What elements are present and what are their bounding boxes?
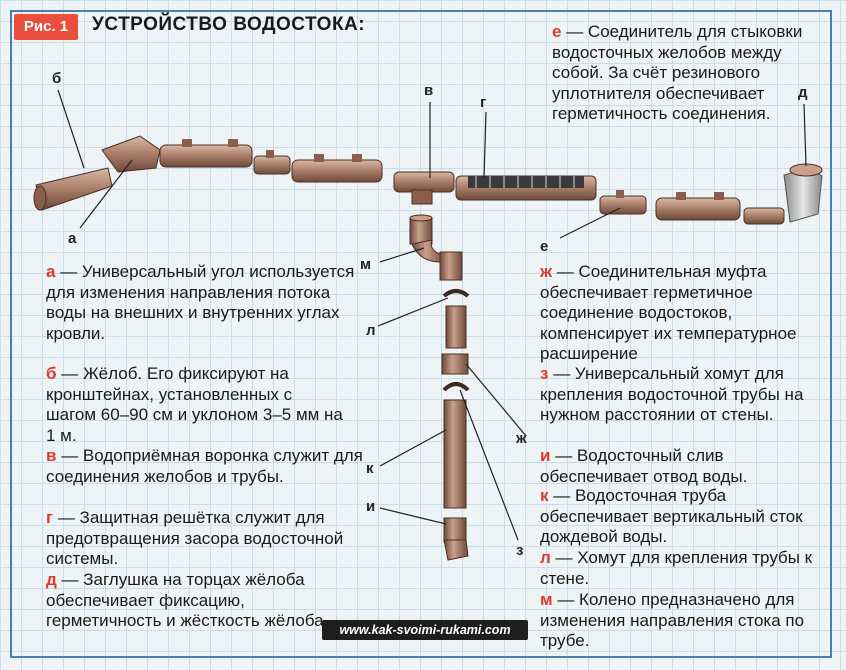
- description-letter: к: [540, 486, 549, 505]
- description-g: г — Защитная решётка служит для предотвр…: [46, 508, 356, 570]
- description-letter: з: [540, 364, 549, 383]
- callout-a: а: [68, 230, 77, 247]
- description-letter: б: [46, 364, 57, 383]
- description-letter: е: [552, 22, 562, 41]
- description-text: — Хомут для крепления трубы к стене.: [540, 548, 813, 588]
- description-v: в — Водоприёмная воронка служит для соед…: [46, 446, 364, 487]
- callout-g: г: [480, 94, 487, 111]
- callout-i: и: [366, 498, 376, 515]
- description-letter: г: [46, 508, 54, 527]
- description-text: — Водосточная труба обеспечивает вертика…: [540, 486, 803, 546]
- gutter-segment: [655, 192, 741, 221]
- description-text: — Жёлоб. Его фиксируют на кронштейнах, у…: [46, 364, 343, 445]
- description-e: е — Соединитель для стыковки водосточных…: [552, 22, 814, 125]
- gutter-connector: [743, 207, 785, 225]
- description-letter: д: [46, 570, 57, 589]
- description-i: и — Водосточный слив обеспечивает отвод …: [540, 446, 832, 487]
- universal-corner: [33, 135, 161, 211]
- callout-d: д: [798, 84, 808, 101]
- figure-label: Рис. 1: [14, 14, 78, 40]
- callout-m: м: [360, 256, 372, 273]
- outlet: [443, 517, 469, 561]
- gutter-connector-e: [599, 190, 647, 215]
- callout-zh: ж: [516, 430, 527, 447]
- drain-funnel: [393, 171, 455, 205]
- elbow: [409, 214, 463, 281]
- downpipe: [443, 399, 467, 509]
- leader-lines: [57, 89, 807, 541]
- description-letter: а: [46, 262, 56, 281]
- protective-grid: [455, 175, 597, 201]
- description-l: л — Хомут для крепления трубы к стене.: [540, 548, 832, 589]
- coupling: [441, 353, 469, 375]
- end-cap: [783, 163, 823, 223]
- description-letter: м: [540, 590, 553, 609]
- gutter-segment: [291, 154, 383, 183]
- description-text: — Водосточный слив обеспечивает отвод во…: [540, 446, 748, 486]
- gutter-segment: [159, 139, 253, 168]
- description-a: а — Универсальный угол используется для …: [46, 262, 356, 344]
- pipe-clamp-z: [442, 382, 470, 392]
- description-d: д — Заглушка на торцах жёлоба обеспечива…: [46, 570, 356, 632]
- description-text: — Колено предназначено для изменения нап…: [540, 590, 805, 650]
- description-letter: л: [540, 548, 551, 567]
- description-letter: ж: [540, 262, 553, 281]
- description-text: — Защитная решётка служит для предотвращ…: [46, 508, 344, 568]
- description-letter: и: [540, 446, 551, 465]
- description-k: к — Водосточная труба обеспечивает верти…: [540, 486, 832, 548]
- pipe-upper: [445, 305, 467, 349]
- callout-e: е: [540, 238, 549, 255]
- callout-v: в: [424, 82, 434, 99]
- description-zh: ж — Соединительная муфта обеспечивает ге…: [540, 262, 832, 365]
- callout-k: к: [366, 460, 374, 477]
- watermark: www.kak-svoimi-rukami.com: [322, 620, 528, 640]
- description-b: б — Жёлоб. Его фиксируют на кронштейнах,…: [46, 364, 346, 446]
- callout-l: л: [366, 322, 376, 339]
- description-text: — Заглушка на торцах жёлоба обеспечивает…: [46, 570, 329, 630]
- callout-b: б: [52, 70, 62, 87]
- description-text: — Универсальный хомут для крепления водо…: [540, 364, 804, 424]
- description-z: з — Универсальный хомут для крепления во…: [540, 364, 832, 426]
- description-m: м — Колено предназначено для изменения н…: [540, 590, 832, 652]
- description-text: — Соединительная муфта обеспечивает герм…: [540, 262, 797, 363]
- description-text: — Универсальный угол используется для из…: [46, 262, 355, 343]
- description-letter: в: [46, 446, 57, 465]
- description-text: — Соединитель для стыковки водосточных ж…: [552, 22, 803, 123]
- pipe-clamp-l: [442, 289, 470, 298]
- callout-z: з: [516, 542, 524, 559]
- description-text: — Водоприёмная воронка служит для соедин…: [46, 446, 363, 486]
- diagram-frame: [10, 10, 832, 658]
- gutter-connector: [253, 150, 291, 175]
- diagram-title: УСТРОЙСТВО ВОДОСТОКА:: [92, 14, 366, 35]
